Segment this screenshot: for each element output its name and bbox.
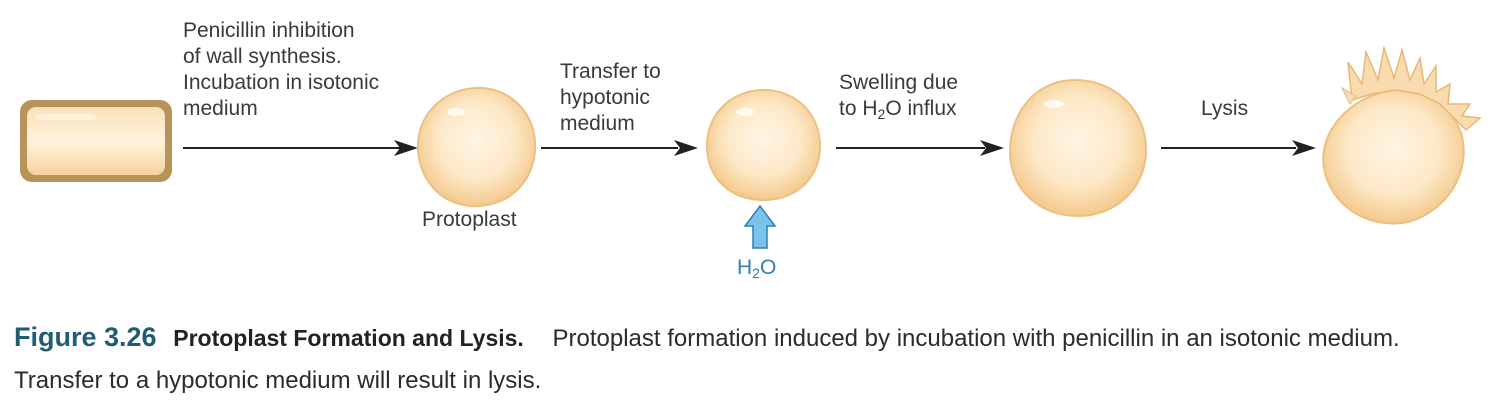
step3-line2-suffix: O influx bbox=[885, 97, 957, 120]
lysed-cell bbox=[1322, 45, 1482, 225]
step1-line: medium bbox=[183, 97, 258, 120]
protoplast-label: Protoplast bbox=[422, 208, 517, 231]
swollen-cell bbox=[1008, 78, 1148, 218]
arrow-step4 bbox=[1161, 140, 1316, 156]
process-diagram bbox=[20, 45, 1482, 249]
step3-line2-prefix: to H bbox=[839, 97, 878, 120]
rod-bacterium bbox=[20, 100, 172, 182]
figure-caption: Figure 3.26 Protoplast Formation and Lys… bbox=[14, 316, 1494, 402]
water-sub: 2 bbox=[752, 265, 760, 281]
cell-hypotonic bbox=[705, 88, 822, 202]
arrow-step3 bbox=[836, 140, 1004, 156]
step2-label: Transfer to hypotonic medium bbox=[560, 59, 661, 137]
step2-line: hypotonic bbox=[560, 86, 650, 109]
step3-line1: Swelling due bbox=[839, 71, 959, 94]
step4-label: Lysis bbox=[1201, 97, 1249, 120]
step2-line: medium bbox=[560, 112, 635, 135]
step3-line2: to H2O influx bbox=[839, 96, 958, 122]
step3-line2-sub: 2 bbox=[877, 106, 886, 122]
caption-text: Protoplast formation induced by incubati… bbox=[14, 325, 1400, 394]
step1-line: Penicillin inhibition bbox=[183, 19, 355, 42]
protoplast-cell bbox=[416, 86, 537, 208]
water-suffix: O bbox=[759, 256, 777, 279]
figure-number: Figure 3.26 bbox=[14, 322, 157, 352]
step3-label: Swelling due to H2O influx bbox=[839, 70, 958, 122]
arrow-step1 bbox=[183, 140, 418, 156]
water-label: H2O bbox=[737, 256, 776, 280]
water-prefix: H bbox=[737, 256, 753, 279]
step1-label: Penicillin inhibition of wall synthesis.… bbox=[183, 18, 379, 122]
figure-title: Protoplast Formation and Lysis. bbox=[173, 325, 524, 351]
step2-line: Transfer to bbox=[560, 60, 661, 83]
water-arrow-icon bbox=[743, 204, 777, 249]
arrow-step2 bbox=[541, 140, 698, 156]
step1-line: of wall synthesis. bbox=[183, 45, 342, 68]
step1-line: Incubation in isotonic bbox=[183, 71, 380, 94]
